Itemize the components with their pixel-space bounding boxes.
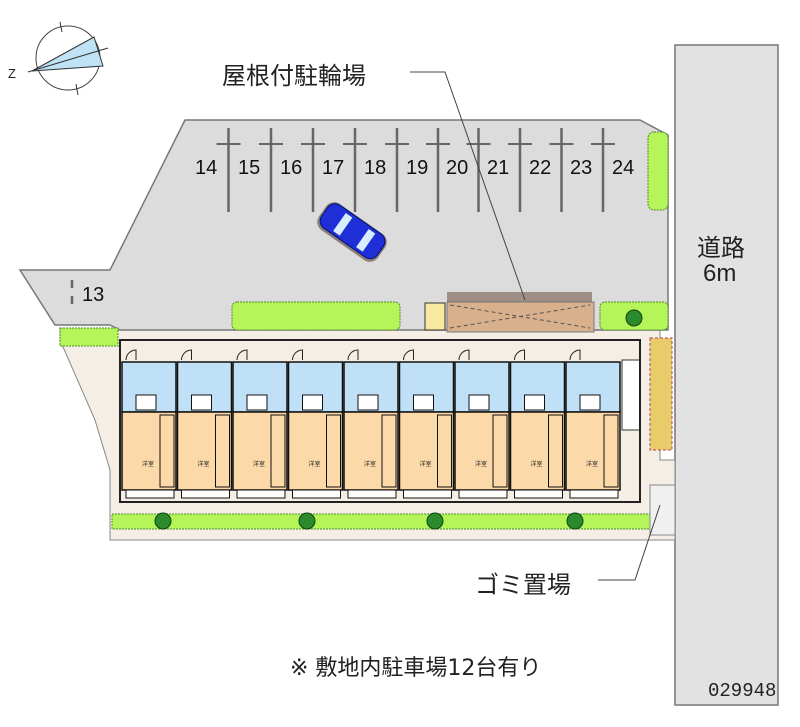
hedge: [647, 131, 669, 211]
parking-space-19: 19: [406, 157, 429, 179]
room-label: 洋室: [253, 460, 265, 468]
parking-space-14: 14: [195, 157, 218, 179]
room-label: 洋室: [475, 460, 487, 468]
tree-icon: [566, 512, 584, 530]
apartment-unit: 洋室: [565, 349, 621, 499]
garbage-label: ゴミ置場: [475, 571, 571, 599]
meter-box: [424, 302, 446, 331]
compass-icon: Z: [8, 21, 109, 96]
parking-space-18: 18: [364, 157, 387, 179]
parking-space-13: 13: [82, 284, 105, 306]
parking-space-24: 24: [612, 157, 635, 179]
road-width-label: 6m: [703, 260, 737, 287]
hedge: [231, 301, 401, 331]
tree-icon: [625, 309, 643, 327]
garbage-area: [649, 484, 676, 536]
room-label: 洋室: [198, 460, 210, 468]
apartment-unit: 洋室: [232, 349, 288, 499]
room-label: 洋室: [364, 460, 376, 468]
road-label: 道路: [697, 234, 745, 262]
apartment-unit: 洋室: [121, 349, 177, 499]
room-label: 洋室: [420, 460, 432, 468]
apartment-building: [119, 339, 641, 503]
parking-space-22: 22: [529, 157, 552, 179]
room-label: 洋室: [531, 460, 543, 468]
road: [674, 44, 779, 706]
apartment-unit: 洋室: [509, 349, 566, 499]
brick-paving: [649, 337, 673, 451]
tree-icon: [426, 512, 444, 530]
car-icon: [317, 202, 387, 262]
property-id: 029948: [708, 680, 777, 702]
apartment-unit: 洋室: [176, 349, 233, 499]
tree-icon: [154, 512, 172, 530]
apartment-unit: 洋室: [398, 349, 455, 499]
parking-space-21: 21: [487, 157, 510, 179]
svg-text:Z: Z: [8, 66, 16, 81]
bike-parking-roof: [447, 292, 592, 302]
parking-space-17: 17: [322, 157, 345, 179]
parking-space-16: 16: [280, 157, 303, 179]
room-label: 洋室: [309, 460, 321, 468]
parking-space-23: 23: [570, 157, 593, 179]
parking-space-20: 20: [446, 157, 469, 179]
tree-icon: [298, 512, 316, 530]
bike-parking-label: 屋根付駐輪場: [222, 62, 366, 90]
apartment-unit: 洋室: [343, 349, 399, 499]
stairs: [621, 359, 641, 431]
room-label: 洋室: [586, 460, 598, 468]
parking-note: ※ 敷地内駐車場12台有り: [290, 656, 542, 681]
room-label: 洋室: [142, 460, 154, 468]
apartment-unit: 洋室: [287, 349, 344, 499]
parking-space-15: 15: [238, 157, 261, 179]
hedge: [59, 327, 119, 347]
apartment-unit: 洋室: [454, 349, 510, 499]
